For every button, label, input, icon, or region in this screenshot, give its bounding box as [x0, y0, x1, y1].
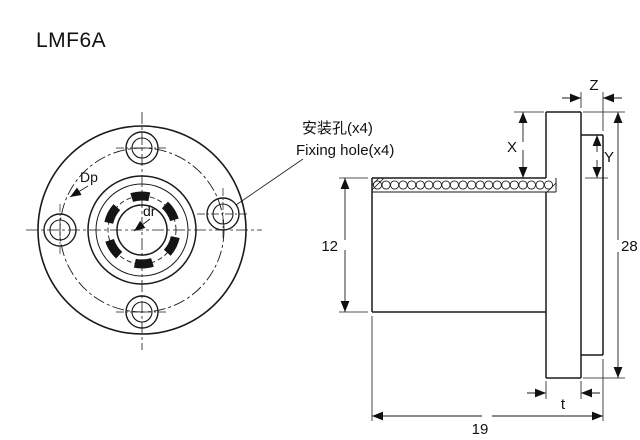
dim-z-label: Z	[589, 77, 598, 94]
dimension-x: X	[507, 111, 544, 178]
ball-track-hidden-circle	[107, 195, 177, 265]
mounting-hole-right	[197, 188, 249, 240]
pilot-boss	[581, 134, 604, 356]
center-bore	[87, 175, 197, 285]
dim-28-label: 28	[621, 238, 638, 255]
bearing-body	[371, 177, 546, 313]
dim-19-label: 19	[472, 421, 489, 438]
annotation-cn: 安装孔(x4)	[302, 120, 373, 137]
mounting-hole-bottom	[116, 295, 168, 329]
dimension-flange-thickness: t	[527, 381, 600, 413]
dimensions: 12 28 19 t	[321, 77, 637, 438]
ball-track	[371, 177, 557, 193]
fixing-hole-annotation: 安装孔(x4) Fixing hole(x4)	[235, 120, 394, 206]
bore-label: dr	[143, 203, 156, 219]
side-view	[371, 111, 604, 379]
dim-t-label: t	[561, 396, 566, 413]
annotation-leader-line	[235, 158, 304, 206]
dimension-flange-diameter: 28	[583, 111, 638, 379]
dimension-y: Y	[585, 135, 614, 179]
pitch-circle-label: Dp	[80, 169, 98, 185]
bore-leader	[133, 218, 151, 232]
annotation-en: Fixing hole(x4)	[296, 142, 394, 159]
pitch-circle-leader	[69, 185, 89, 198]
mounting-hole-top	[116, 131, 168, 165]
ball-row	[372, 180, 554, 190]
dim-y-label: Y	[604, 149, 614, 166]
ball-retainer-segments	[103, 191, 181, 269]
dimension-z: Z	[562, 77, 622, 131]
flange-outline	[37, 125, 247, 335]
dim-12-label: 12	[321, 238, 338, 255]
dim-x-label: X	[507, 139, 517, 156]
mounting-hole-left	[43, 204, 77, 256]
dimension-body-diameter: 12	[321, 177, 368, 313]
flange-section	[545, 111, 582, 379]
page-title: LMF6A	[36, 29, 106, 52]
front-view: Dp dr	[26, 112, 262, 350]
bore-circle	[116, 204, 168, 256]
dimension-total-length: 19	[371, 316, 604, 438]
